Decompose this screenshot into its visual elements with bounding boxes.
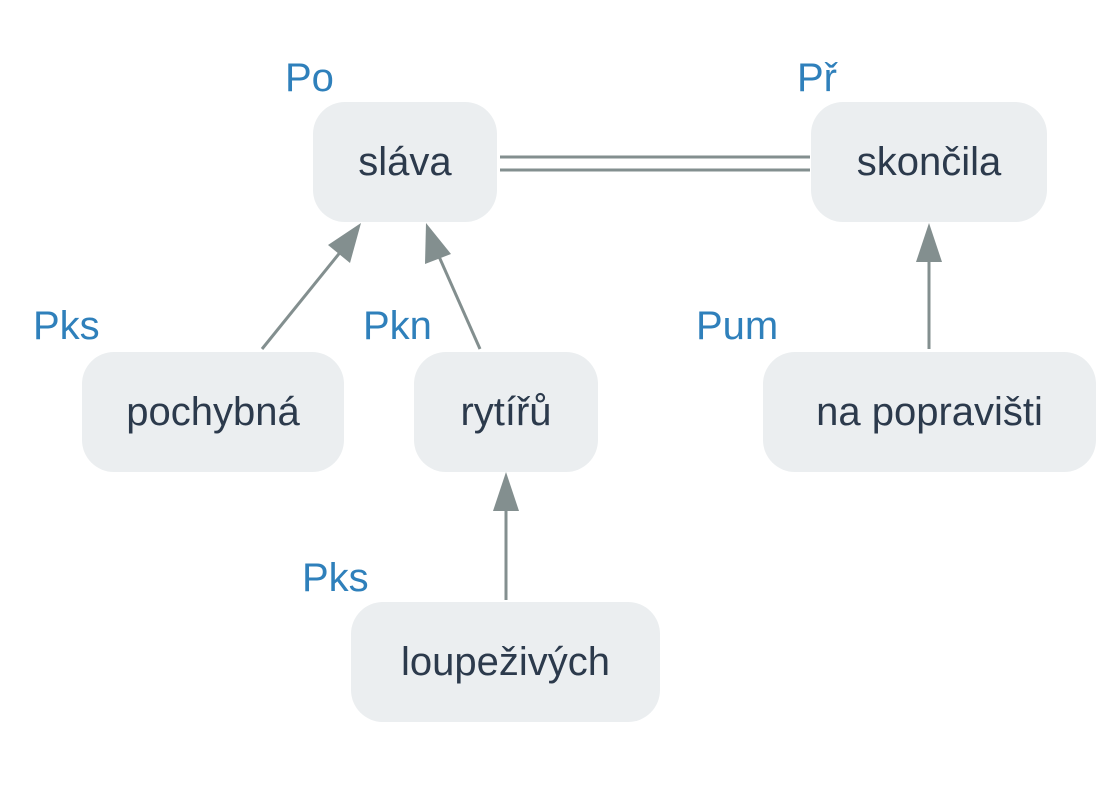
- node-skoncila-role: Př: [797, 56, 837, 100]
- node-rytiru: rytířů: [414, 352, 598, 472]
- node-slava-label: sláva: [358, 139, 452, 184]
- arrowhead-pochybna-slava: [328, 223, 361, 263]
- node-na-popravisti-role: Pum: [696, 304, 779, 348]
- node-slava: sláva: [313, 102, 497, 222]
- arrowhead-rytiru-slava: [425, 223, 451, 264]
- node-na-popravisti: na popravišti: [763, 352, 1096, 472]
- node-loupezivych-role: Pks: [302, 556, 369, 600]
- node-rytiru-label: rytířů: [460, 389, 552, 434]
- node-skoncila: skončila: [811, 102, 1047, 222]
- node-na-popravisti-label: na popravišti: [816, 389, 1043, 434]
- edge-pochybna-slava: [260, 249, 344, 350]
- edge-rytiru-slava: [435, 251, 482, 350]
- node-rytiru-role: Pkn: [363, 304, 432, 348]
- arrowhead-na-popravisti-skoncila: [916, 223, 942, 262]
- node-pochybna-label: pochybná: [126, 389, 300, 434]
- node-skoncila-label: skončila: [856, 139, 1002, 184]
- node-pochybna: pochybná: [82, 352, 344, 472]
- node-loupezivych-label: loupeživých: [400, 639, 610, 684]
- node-slava-role: Po: [285, 56, 334, 100]
- node-loupezivych: loupeživých: [351, 602, 660, 722]
- arrowhead-loupezivych-rytiru: [493, 472, 519, 511]
- node-pochybna-role: Pks: [33, 304, 100, 348]
